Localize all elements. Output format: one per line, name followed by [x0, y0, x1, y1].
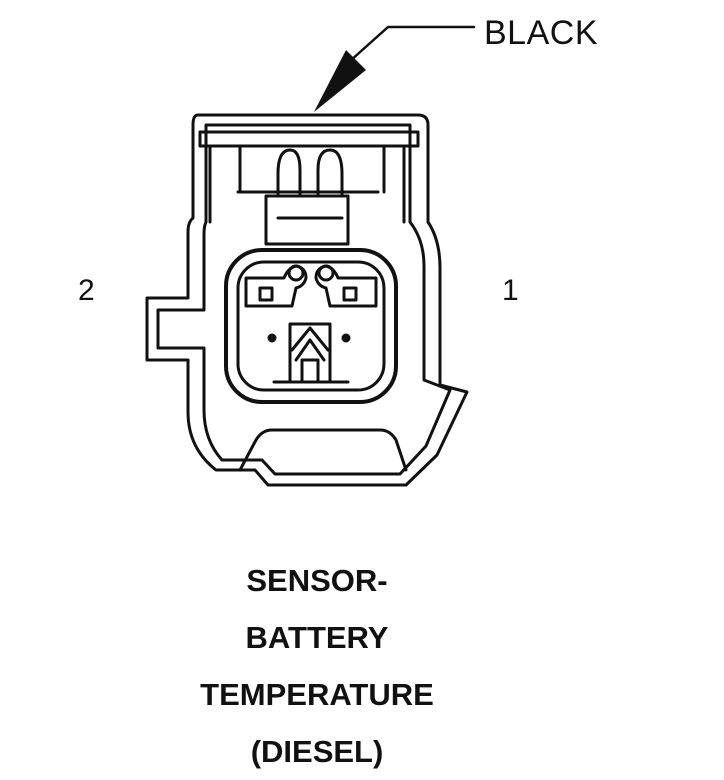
locking-clip: [264, 148, 350, 246]
caption-line-3: TEMPERATURE: [200, 677, 434, 712]
connector-housing: [145, 113, 469, 487]
terminal-cavity: [224, 248, 398, 404]
caption-line-1: SENSOR-: [246, 563, 388, 598]
terminal-pin-1: [314, 264, 378, 308]
callout-leader: [314, 25, 476, 112]
pin-1-label: 1: [502, 274, 519, 307]
connector-caption: SENSOR- BATTERY TEMPERATURE (DIESEL): [162, 552, 472, 780]
caption-line-4: (DIESEL): [250, 734, 384, 769]
caption-line-2: BATTERY: [245, 620, 389, 655]
wire-color-label: BLACK: [484, 14, 598, 52]
terminal-pin-2: [244, 264, 308, 308]
pin-2-label: 2: [78, 274, 95, 307]
polarization-key: [267, 322, 351, 384]
